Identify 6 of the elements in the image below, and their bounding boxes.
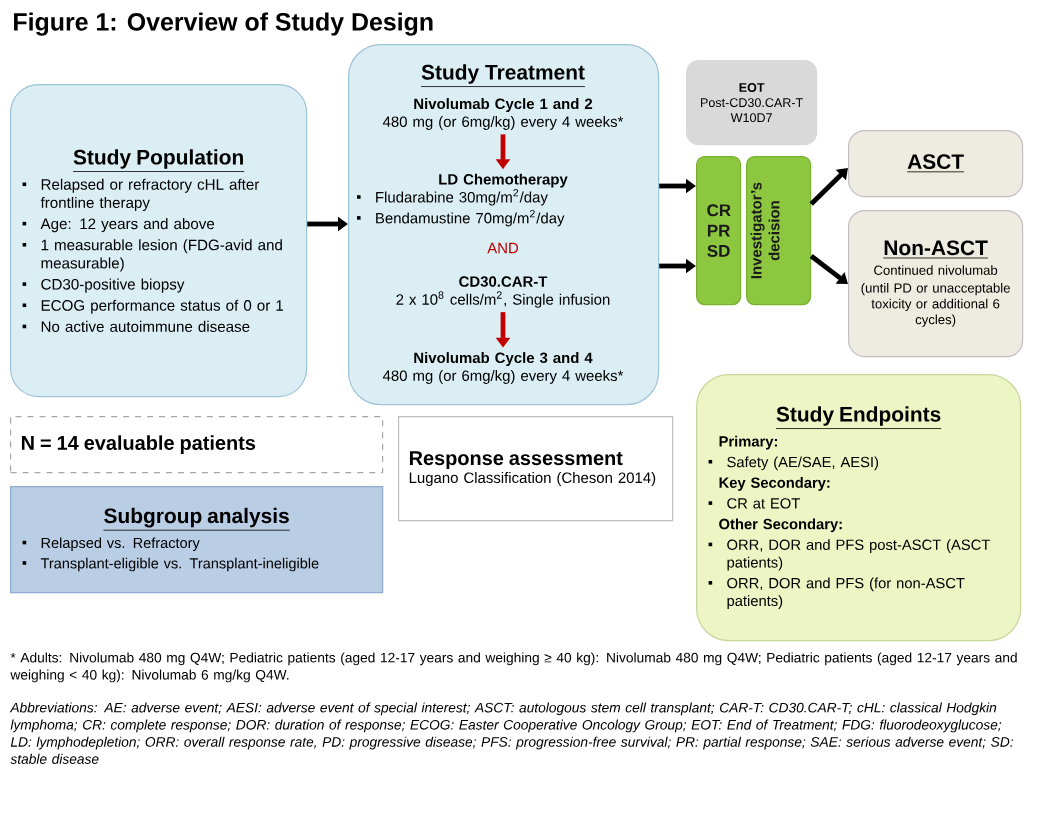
arrow bbox=[809, 168, 848, 206]
arrow bbox=[809, 254, 848, 284]
outcome-box: ASCT bbox=[848, 130, 1024, 198]
figure-title: Figure 1: Overview of Study Design bbox=[14, 12, 433, 36]
patient-count-box: N = 14 evaluable patients bbox=[10, 416, 384, 474]
response-box: CR PR SD bbox=[696, 156, 742, 306]
